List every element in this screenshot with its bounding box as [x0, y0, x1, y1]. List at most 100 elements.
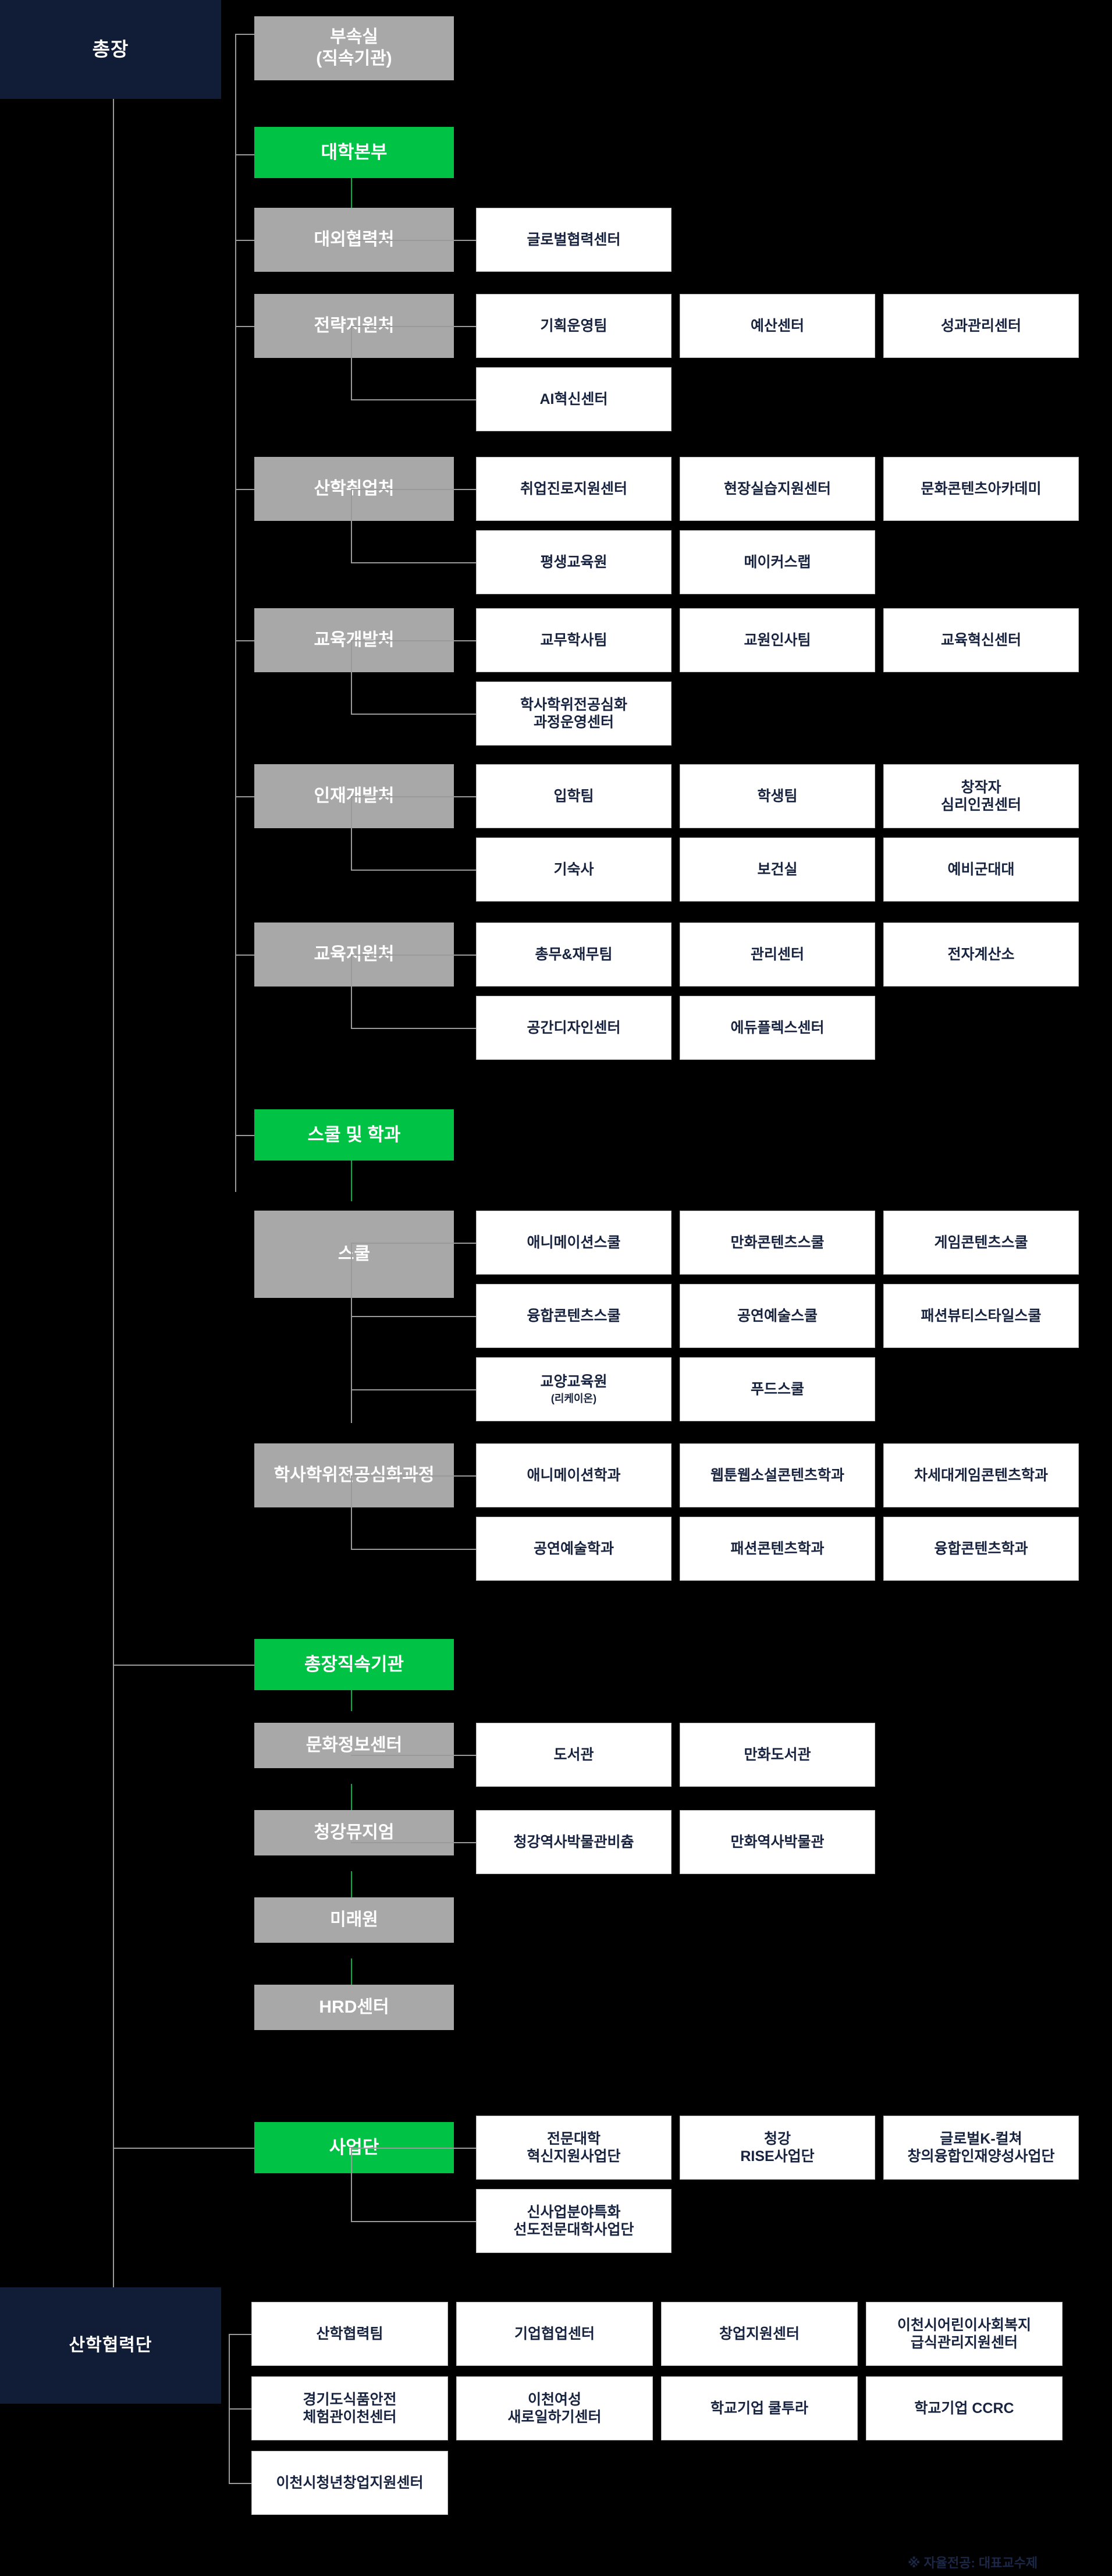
node-leaf[interactable]: 글로벌협력센터 — [476, 208, 672, 272]
node-leaf[interactable]: 산학협력팀 — [251, 2302, 448, 2366]
node-leaf[interactable]: 창업지원센터 — [661, 2302, 858, 2366]
node-leaf[interactable]: 교원인사팀 — [680, 608, 875, 672]
node-leaf-label: 체험관이천센터 — [303, 2409, 397, 2425]
node-group-president-affiliated[interactable]: 총장직속기관 — [254, 1639, 454, 1690]
node-department-label: 교육개발처 — [314, 630, 395, 650]
node-leaf[interactable]: 공연예술학과 — [476, 1517, 672, 1581]
node-leaf[interactable]: 예산센터 — [680, 294, 875, 358]
connector-to-direct-office — [235, 34, 255, 35]
node-department-label: 문화정보센터 — [305, 1735, 403, 1755]
node-leaf[interactable]: 전자계산소 — [883, 922, 1079, 987]
node-leaf[interactable]: 도서관 — [476, 1723, 672, 1787]
node-leaf-label: 메이커스랩 — [744, 553, 811, 570]
node-department-label: 교육지원처 — [314, 944, 395, 964]
node-leaf[interactable]: 문화콘텐츠아카데미 — [883, 457, 1079, 521]
connector-industry-row — [229, 2483, 251, 2484]
node-leaf-label: 입학팀 — [553, 787, 594, 804]
node-leaf[interactable]: 패션콘텐츠학과 — [680, 1517, 875, 1581]
node-leaf-label: 취업진로지원센터 — [520, 480, 627, 497]
node-leaf[interactable]: 학교기업 쿨투라 — [661, 2376, 858, 2440]
node-leaf-label: 교원인사팀 — [744, 631, 811, 648]
node-leaf-label: 푸드스쿨 — [750, 1381, 804, 1397]
node-leaf[interactable]: 공간디자인센터 — [476, 996, 672, 1060]
node-department-스쿨[interactable]: 스쿨 — [254, 1211, 454, 1298]
node-leaf-label: 이천시청년창업지원센터 — [276, 2474, 424, 2491]
node-leaf[interactable]: 학교기업 CCRC — [866, 2376, 1063, 2440]
node-leaf[interactable]: 교무학사팀 — [476, 608, 672, 672]
node-president[interactable]: 총장 — [0, 0, 221, 99]
node-department-HRD센터[interactable]: HRD센터 — [254, 1985, 454, 2030]
node-group-industry-cooperation[interactable]: 산학협력단 — [0, 2287, 221, 2404]
connector-to-div-1 — [235, 326, 255, 327]
node-leaf[interactable]: 기획운영팀 — [476, 294, 672, 358]
node-leaf[interactable]: 만화콘텐츠스쿨 — [680, 1211, 875, 1275]
node-leaf[interactable]: 총무&재무팀 — [476, 922, 672, 987]
node-leaf[interactable]: 교육혁신센터 — [883, 608, 1079, 672]
node-leaf[interactable]: 융합콘텐츠학과 — [883, 1517, 1079, 1581]
connector-branch-row — [351, 796, 476, 797]
node-leaf[interactable]: 현장실습지원센터 — [680, 457, 875, 521]
node-leaf[interactable]: AI혁신센터 — [476, 367, 672, 431]
node-leaf[interactable]: 기업협업센터 — [456, 2302, 653, 2366]
node-leaf-label: 패션콘텐츠학과 — [730, 1540, 825, 1557]
node-leaf-label: 도서관 — [553, 1746, 594, 1763]
node-leaf[interactable]: 평생교육원 — [476, 530, 672, 594]
node-leaf-label: 창업지원센터 — [719, 2325, 800, 2342]
node-leaf[interactable]: 교양교육원(리케이온) — [476, 1357, 672, 1421]
connector-to-div-4 — [235, 796, 255, 797]
node-group-univ-hq[interactable]: 대학본부 — [254, 127, 454, 178]
node-leaf-label: 혁신지원사업단 — [527, 2148, 621, 2165]
node-leaf[interactable]: 청강역사박물관비츔 — [476, 1810, 672, 1874]
node-leaf[interactable]: 예비군대대 — [883, 838, 1079, 902]
node-leaf[interactable]: 애니메이션스쿨 — [476, 1211, 672, 1275]
connector-to-univ-hq — [235, 154, 255, 155]
node-direct-office[interactable]: 부속실 (직속기관) — [254, 16, 454, 80]
node-leaf[interactable]: 차세대게임콘텐츠학과 — [883, 1443, 1079, 1507]
node-department-미래원[interactable]: 미래원 — [254, 1897, 454, 1943]
connector-branch-row — [351, 1549, 476, 1550]
node-leaf[interactable]: 만화역사박물관 — [680, 1810, 875, 1874]
connector-branch-row — [351, 240, 476, 241]
node-group-schools-depts[interactable]: 스쿨 및 학과 — [254, 1109, 454, 1161]
connector-industry-row — [229, 2334, 251, 2335]
node-group-president-affiliated-label: 총장직속기관 — [304, 1654, 404, 1675]
node-leaf[interactable]: 취업진로지원센터 — [476, 457, 672, 521]
node-leaf-label: AI혁신센터 — [539, 391, 608, 407]
node-leaf-label: 산학협력팀 — [316, 2325, 383, 2342]
node-leaf[interactable]: 관리센터 — [680, 922, 875, 987]
node-leaf[interactable]: 게임콘텐츠스쿨 — [883, 1211, 1079, 1275]
node-leaf-label: 경기도식품안전 — [303, 2391, 397, 2408]
node-leaf[interactable]: 성과관리센터 — [883, 294, 1079, 358]
connector-to-div-3 — [235, 640, 255, 641]
node-department-문화정보센터[interactable]: 문화정보센터 — [254, 1723, 454, 1768]
node-leaf[interactable]: 패션뷰티스타일스쿨 — [883, 1284, 1079, 1348]
node-leaf[interactable]: 학생팀 — [680, 764, 875, 828]
node-leaf[interactable]: 에듀플렉스센터 — [680, 996, 875, 1060]
node-leaf-sublabel: (리케이온) — [550, 1392, 597, 1404]
node-leaf[interactable]: 입학팀 — [476, 764, 672, 828]
node-leaf[interactable]: 푸드스쿨 — [680, 1357, 875, 1421]
node-leaf[interactable]: 메이커스랩 — [680, 530, 875, 594]
node-leaf[interactable]: 이천시청년창업지원센터 — [251, 2451, 448, 2515]
node-leaf[interactable]: 애니메이션학과 — [476, 1443, 672, 1507]
node-leaf[interactable]: 공연예술스쿨 — [680, 1284, 875, 1348]
node-leaf-label: 총무&재무팀 — [535, 946, 613, 963]
node-leaf[interactable]: 기숙사 — [476, 838, 672, 902]
connector-industry-spine — [229, 2334, 230, 2483]
node-leaf-label: 청강 — [763, 2130, 791, 2147]
node-leaf[interactable]: 융합콘텐츠스쿨 — [476, 1284, 672, 1348]
node-leaf[interactable]: 보건실 — [680, 838, 875, 902]
node-leaf[interactable]: 웹툰웹소설콘텐츠학과 — [680, 1443, 875, 1507]
node-department-청강뮤지엄[interactable]: 청강뮤지엄 — [254, 1810, 454, 1855]
node-leaf[interactable]: 만화도서관 — [680, 1723, 875, 1787]
connector-branch-row — [351, 1755, 476, 1756]
